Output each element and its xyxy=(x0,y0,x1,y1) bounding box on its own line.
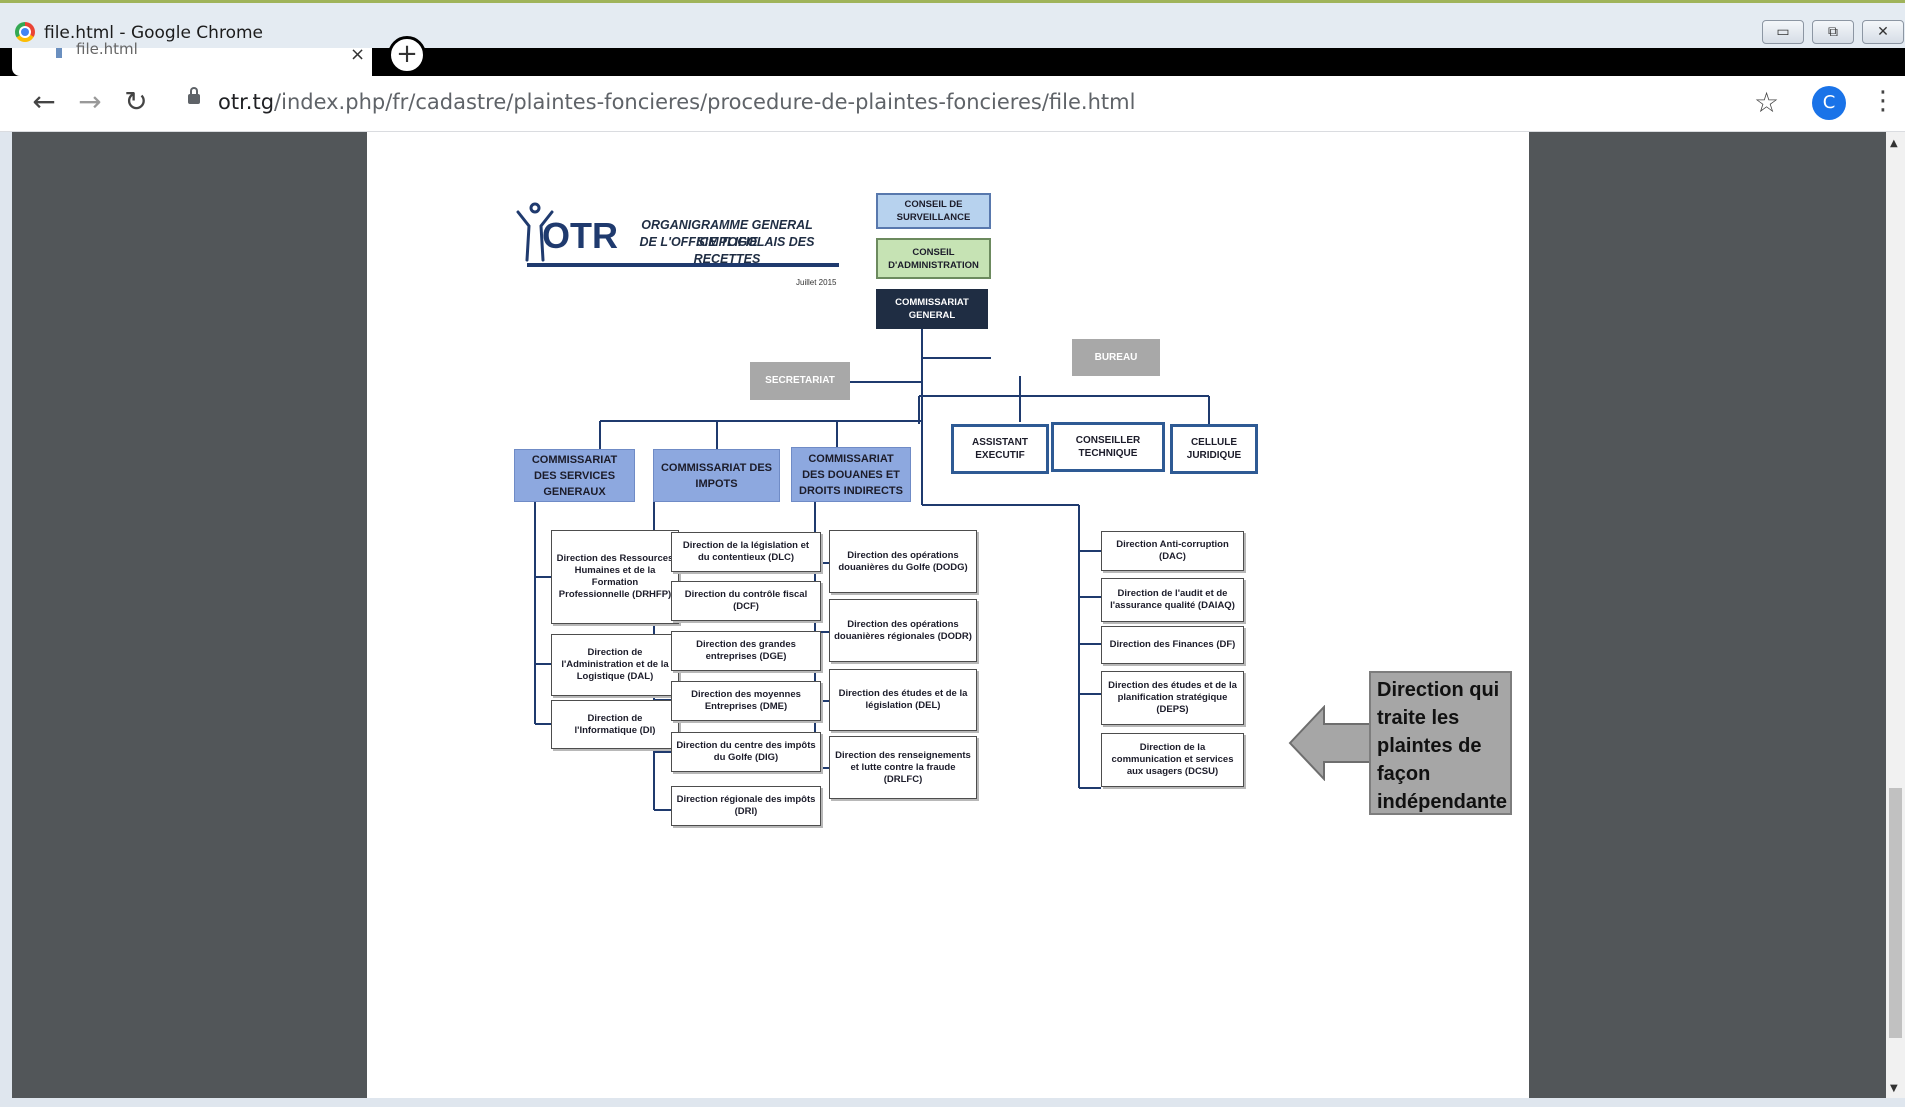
box-dac: Direction Anti-corruption (DAC) xyxy=(1101,531,1244,571)
window-bottom-border xyxy=(0,1098,1905,1107)
document-page: OTR ORGANIGRAMME GENERAL SIMPLIFIE DE L'… xyxy=(367,132,1529,1098)
url-text[interactable]: otr.tg/index.php/fr/cadastre/plaintes-fo… xyxy=(218,90,1135,114)
box-dri: Direction régionale des impôts (DRI) xyxy=(671,786,821,826)
window-title: file.html - Google Chrome xyxy=(44,23,263,43)
minimize-button[interactable]: ▭ xyxy=(1762,20,1804,44)
box-dodg: Direction des opérations douanières du G… xyxy=(829,530,977,593)
bookmark-star-icon[interactable]: ☆ xyxy=(1754,86,1780,119)
chart-date: Juillet 2015 xyxy=(796,278,837,287)
document-viewer: OTR ORGANIGRAMME GENERAL SIMPLIFIE DE L'… xyxy=(12,132,1886,1098)
box-df: Direction des Finances (DF) xyxy=(1101,626,1244,664)
box-commissariat-general: COMMISSARIAT GENERAL xyxy=(876,289,988,329)
reload-button[interactable]: ↻ xyxy=(124,85,148,118)
box-dme: Direction des moyennes Entreprises (DME) xyxy=(671,681,821,721)
box-dodr: Direction des opérations douanières régi… xyxy=(829,599,977,662)
box-secretariat: SECRETARIAT xyxy=(750,362,850,400)
box-dal: Direction de l'Administration et de la L… xyxy=(551,634,679,696)
lock-icon xyxy=(188,87,200,104)
chart-title-line-1: ORGANIGRAMME GENERAL SIMPLIFIE xyxy=(641,218,813,249)
box-del: Direction des études et de la législatio… xyxy=(829,669,977,731)
maximize-button[interactable]: ⧉ xyxy=(1812,20,1854,44)
callout-arrow-icon xyxy=(1288,705,1371,781)
chrome-logo-icon xyxy=(15,22,35,42)
box-dcf: Direction du contrôle fiscal (DCF) xyxy=(671,581,821,621)
box-bureau: BUREAU xyxy=(1072,339,1160,376)
back-button[interactable]: ← xyxy=(32,85,56,118)
url-path: /index.php/fr/cadastre/plaintes-fonciere… xyxy=(274,90,1136,114)
browser-tab[interactable]: file.html × xyxy=(12,40,372,76)
title-underline xyxy=(527,263,839,267)
box-commissariat-impots: COMMISSARIAT DES IMPOTS xyxy=(653,449,780,502)
tab-strip: file.html × + xyxy=(0,36,1905,76)
scroll-up-arrow-icon[interactable]: ▲ xyxy=(1890,138,1898,149)
callout-note: Direction qui traite les plaintes de faç… xyxy=(1369,671,1512,815)
box-conseil-surveillance: CONSEIL DE SURVEILLANCE xyxy=(876,193,991,229)
otr-logo-text: OTR xyxy=(542,215,618,256)
vertical-scrollbar[interactable]: ▲ ▼ xyxy=(1886,132,1905,1098)
forward-button[interactable]: → xyxy=(78,85,102,118)
window-title-bar: file.html - Google Chrome ▭ ⧉ ✕ xyxy=(0,0,1905,48)
profile-avatar[interactable]: C xyxy=(1812,86,1846,120)
box-commissariat-douanes: COMMISSARIAT DES DOUANES ET DROITS INDIR… xyxy=(791,447,911,502)
chrome-menu-icon[interactable]: ⋮ xyxy=(1870,86,1896,116)
tab-favicon-icon xyxy=(56,48,62,58)
tab-close-button[interactable]: × xyxy=(350,44,366,65)
box-cellule-juridique: CELLULE JURIDIQUE xyxy=(1170,424,1258,474)
box-assistant-executif: ASSISTANT EXECUTIF xyxy=(951,424,1049,474)
scroll-down-arrow-icon[interactable]: ▼ xyxy=(1890,1083,1898,1094)
box-daiaq: Direction de l'audit et de l'assurance q… xyxy=(1101,578,1244,622)
box-di: Direction de l'Informatique (DI) xyxy=(551,700,679,749)
box-drlfc: Direction des renseignements et lutte co… xyxy=(829,736,977,799)
box-dlc: Direction de la législation et du conten… xyxy=(671,532,821,572)
box-commissariat-services-generaux: COMMISSARIAT DES SERVICES GENERAUX xyxy=(514,449,635,502)
new-tab-button[interactable]: + xyxy=(388,36,426,74)
box-conseil-administration: CONSEIL D'ADMINISTRATION xyxy=(876,238,991,279)
box-deps: Direction des études et de la planificat… xyxy=(1101,671,1244,725)
box-drhfp: Direction des Ressources Humaines et de … xyxy=(551,530,679,624)
close-window-button[interactable]: ✕ xyxy=(1862,20,1904,44)
url-domain: otr.tg xyxy=(218,90,275,114)
browser-toolbar: ← → ↻ otr.tg/index.php/fr/cadastre/plain… xyxy=(0,76,1905,132)
box-conseiller-technique: CONSEILLER TECHNIQUE xyxy=(1051,422,1165,472)
box-dig: Direction du centre des impôts du Golfe … xyxy=(671,732,821,772)
otr-figure-logo-icon xyxy=(516,202,554,262)
address-bar[interactable]: otr.tg/index.php/fr/cadastre/plaintes-fo… xyxy=(170,82,1775,124)
chart-title-line-2: DE L'OFFICE TOGOLAIS DES RECETTES xyxy=(639,235,815,266)
box-dge: Direction des grandes entreprises (DGE) xyxy=(671,631,821,671)
scroll-thumb[interactable] xyxy=(1889,788,1902,1038)
box-dcsu: Direction de la communication et service… xyxy=(1101,733,1244,787)
tab-title: file.html xyxy=(76,40,138,58)
